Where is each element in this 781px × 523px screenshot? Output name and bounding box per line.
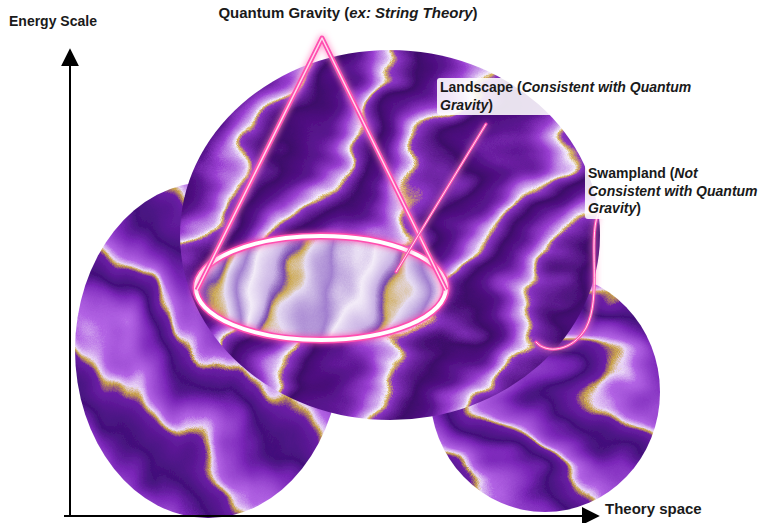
x-axis bbox=[64, 515, 598, 517]
leader-line bbox=[396, 124, 486, 272]
label-part: ) bbox=[473, 4, 478, 21]
region-label: Swampland (Not Consistent with Quantum G… bbox=[585, 164, 776, 219]
landscape-region bbox=[170, 210, 480, 370]
apex-label: Quantum Gravity (ex: String Theory) bbox=[185, 3, 511, 24]
axis-label: Theory space bbox=[602, 499, 705, 520]
label-part: Theory space bbox=[605, 500, 702, 517]
y-axis bbox=[69, 50, 71, 516]
swampland-hook bbox=[536, 214, 598, 349]
label-part: ) bbox=[488, 97, 493, 113]
label-part: Quantum Gravity ( bbox=[218, 4, 349, 21]
label-part: Energy Scale bbox=[9, 13, 97, 29]
axis-label: Energy Scale bbox=[6, 12, 100, 32]
label-part: ) bbox=[636, 200, 641, 216]
label-part: Swampland ( bbox=[588, 165, 674, 181]
label-part: Landscape ( bbox=[440, 79, 522, 95]
label-part: ex: String Theory bbox=[349, 4, 472, 21]
region-label: Landscape (Consistent with Quantum Gravi… bbox=[437, 78, 705, 115]
